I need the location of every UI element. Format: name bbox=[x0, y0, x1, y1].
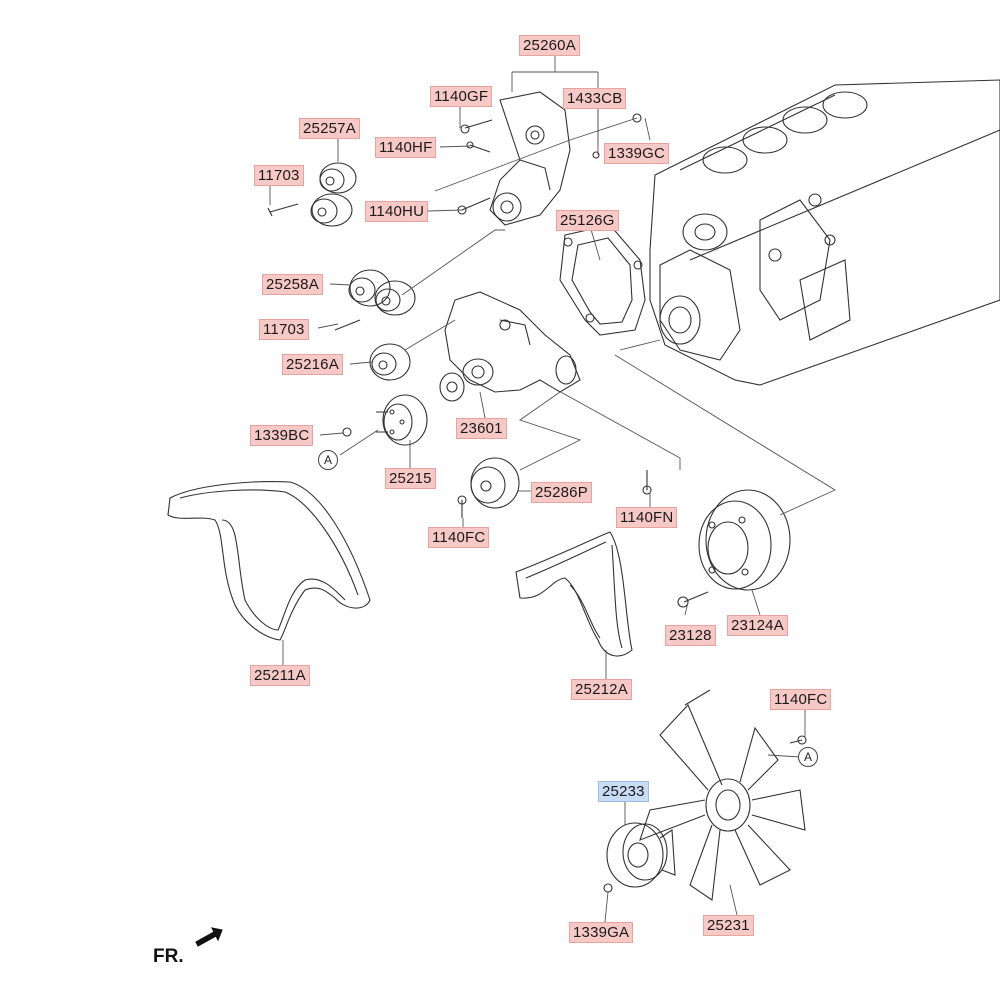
idler-drawing bbox=[369, 343, 411, 381]
label-23128[interactable]: 23128 bbox=[665, 625, 716, 646]
leader-lines bbox=[269, 54, 836, 923]
label-1140HF[interactable]: 1140HF bbox=[375, 137, 437, 158]
idler-pulley-drawing bbox=[267, 162, 357, 227]
label-25126G[interactable]: 25126G bbox=[556, 210, 619, 231]
label-25215[interactable]: 25215 bbox=[385, 468, 436, 489]
label-11703-top[interactable]: 11703 bbox=[254, 165, 304, 186]
gasket-drawing bbox=[559, 224, 646, 336]
label-25257A[interactable]: 25257A bbox=[299, 118, 360, 139]
label-25231[interactable]: 25231 bbox=[703, 915, 754, 936]
label-25286P[interactable]: 25286P bbox=[531, 482, 592, 503]
reference-a-callout-right: A bbox=[798, 747, 818, 767]
belt-25211A-drawing bbox=[167, 481, 371, 641]
label-23124A[interactable]: 23124A bbox=[727, 615, 788, 636]
fan-hub-drawing bbox=[376, 394, 428, 446]
fan-blade-drawing bbox=[639, 689, 806, 901]
label-25260A[interactable]: 25260A bbox=[519, 35, 580, 56]
label-25216A[interactable]: 25216A bbox=[282, 354, 343, 375]
crank-pulley-drawing bbox=[698, 489, 791, 591]
label-1339GA[interactable]: 1339GA bbox=[569, 922, 634, 943]
pulley-25286P-drawing bbox=[470, 457, 520, 509]
label-23601[interactable]: 23601 bbox=[456, 418, 507, 439]
label-25212A[interactable]: 25212A bbox=[571, 679, 632, 700]
bolts-drawing bbox=[342, 113, 807, 893]
label-25258A[interactable]: 25258A bbox=[262, 274, 323, 295]
label-25233[interactable]: 25233 bbox=[598, 781, 649, 802]
front-direction-label: FR. bbox=[153, 946, 184, 967]
label-1140FN[interactable]: 1140FN bbox=[616, 507, 678, 528]
fan-clutch-drawing bbox=[606, 822, 676, 888]
bracket-drawing bbox=[489, 91, 571, 226]
belt-25212A-drawing bbox=[515, 531, 633, 657]
label-25211A[interactable]: 25211A bbox=[250, 665, 310, 686]
label-1339GC[interactable]: 1339GC bbox=[604, 143, 670, 164]
label-1140FC-upper[interactable]: 1140FC bbox=[428, 527, 490, 548]
water-pump-drawing bbox=[439, 291, 581, 402]
label-1140GF[interactable]: 1140GF bbox=[430, 86, 493, 107]
reference-a-callout-left: A bbox=[318, 450, 338, 470]
engine-block-drawing bbox=[649, 79, 1000, 386]
label-1339BC[interactable]: 1339BC bbox=[250, 425, 314, 446]
label-1433CB[interactable]: 1433CB bbox=[563, 88, 627, 109]
label-11703-mid[interactable]: 11703 bbox=[259, 319, 309, 340]
tensioner-pulley-drawing bbox=[334, 269, 416, 331]
label-1140FC-lower[interactable]: 1140FC bbox=[770, 689, 832, 710]
front-arrow-icon bbox=[195, 927, 223, 947]
label-1140HU[interactable]: 1140HU bbox=[365, 201, 429, 222]
